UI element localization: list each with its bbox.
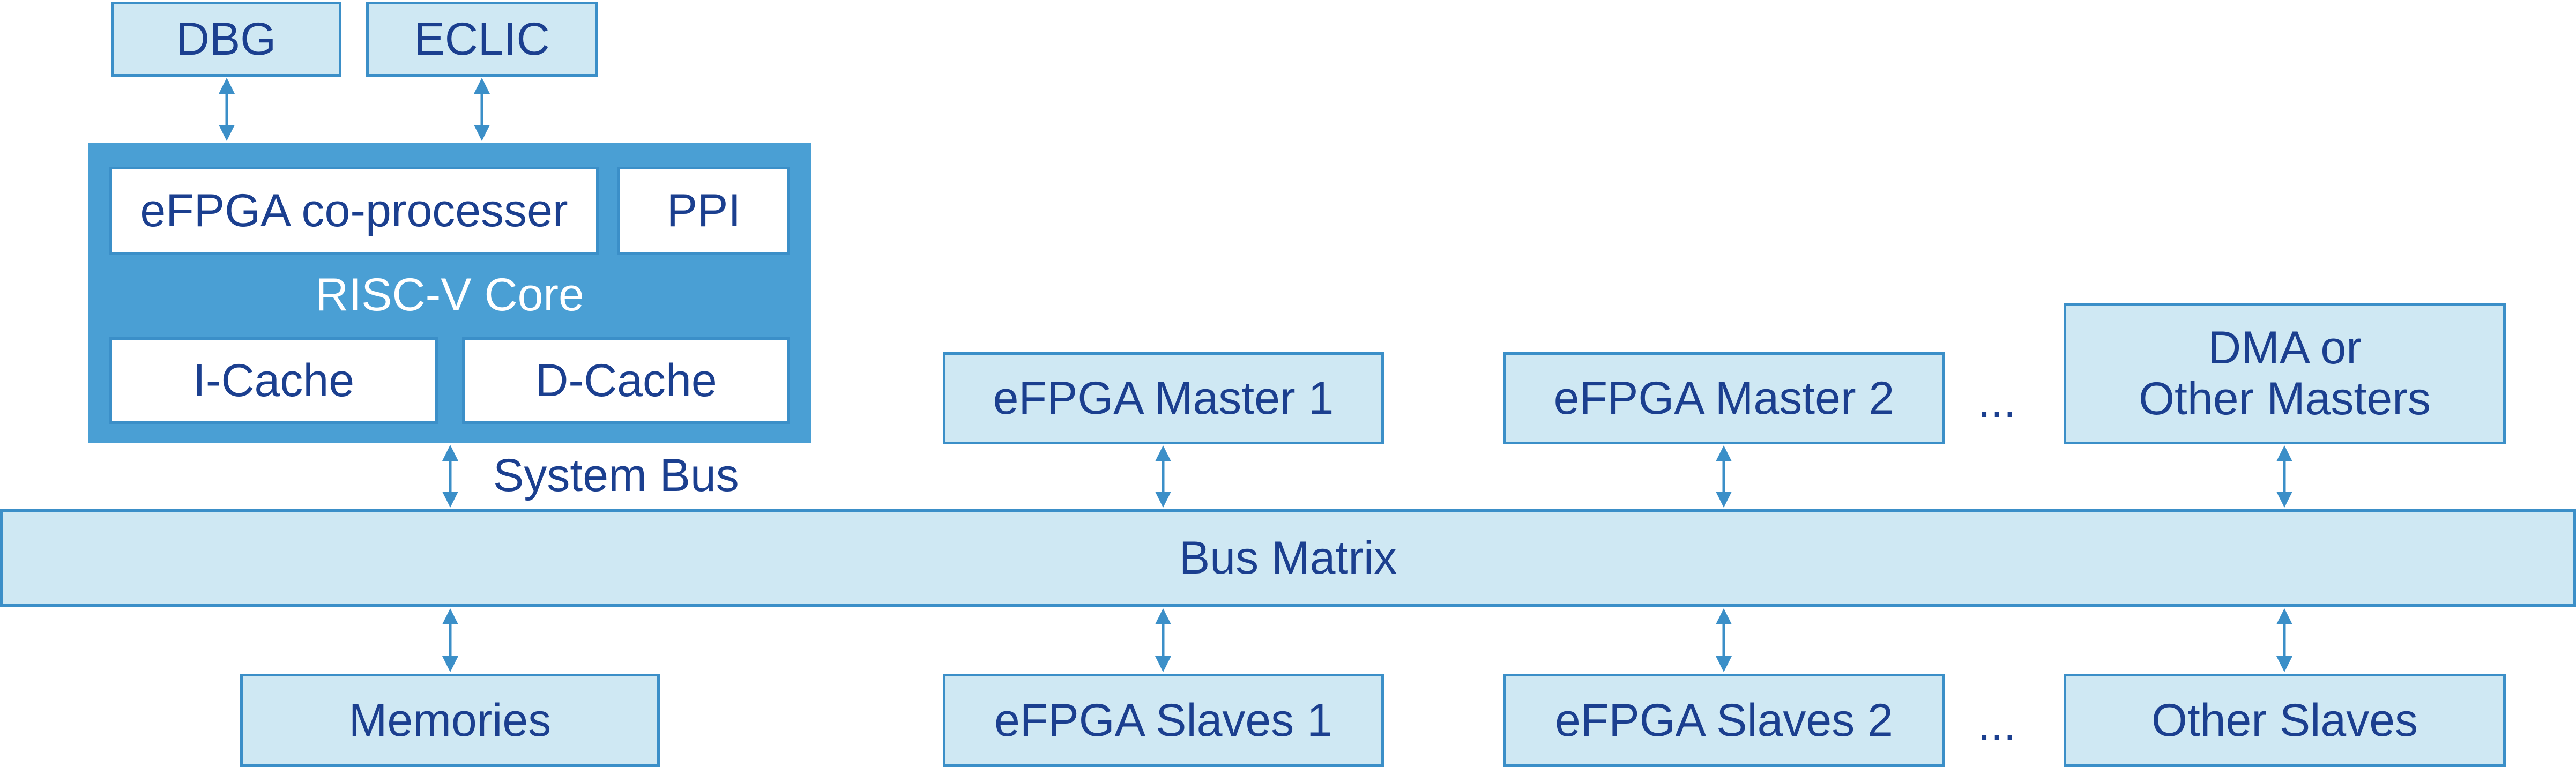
ellipsis-slaves: ... — [1978, 699, 2016, 750]
efpga-master-2-block: eFPGA Master 2 — [1503, 352, 1945, 444]
bus-matrix-label: Bus Matrix — [1179, 532, 1397, 584]
efpga-slaves-2-block: eFPGA Slaves 2 — [1503, 674, 1945, 767]
efpga-slaves-1-label: eFPGA Slaves 1 — [994, 694, 1332, 746]
ppi-block: PPI — [617, 167, 790, 255]
memories-block: Memories — [240, 674, 660, 767]
ppi-label: PPI — [666, 185, 741, 237]
bus-matrix-block: Bus Matrix — [0, 509, 2576, 607]
other-slaves-block: Other Slaves — [2064, 674, 2506, 767]
eclic-block: ECLIC — [366, 2, 598, 77]
efpga-master-1-block: eFPGA Master 1 — [943, 352, 1384, 444]
memories-label: Memories — [348, 694, 552, 746]
dcache-block: D-Cache — [462, 337, 790, 424]
ellipsis-masters: ... — [1978, 376, 2016, 427]
dma-other-masters-block: DMA or Other Masters — [2064, 303, 2506, 444]
efpga-slaves-2-label: eFPGA Slaves 2 — [1555, 694, 1893, 746]
dbg-block: DBG — [111, 2, 341, 77]
efpga-master-1-label: eFPGA Master 1 — [993, 372, 1334, 424]
system-bus-label: System Bus — [493, 450, 739, 501]
eclic-label: ECLIC — [414, 13, 550, 65]
dcache-label: D-Cache — [535, 354, 717, 406]
other-slaves-label: Other Slaves — [2151, 694, 2418, 746]
dma-label-line1: DMA or — [2208, 322, 2362, 374]
efpga-master-2-label: eFPGA Master 2 — [1553, 372, 1895, 424]
dma-label-line2: Other Masters — [2139, 373, 2431, 425]
efpga-slaves-1-block: eFPGA Slaves 1 — [943, 674, 1384, 767]
risc-v-core-label: RISC-V Core — [315, 269, 584, 321]
icache-block: I-Cache — [109, 337, 438, 424]
efpga-coprocessor-block: eFPGA co-processer — [109, 167, 599, 255]
efpga-coprocessor-label: eFPGA co-processer — [140, 185, 568, 237]
icache-label: I-Cache — [192, 354, 355, 406]
dbg-label: DBG — [176, 13, 277, 65]
